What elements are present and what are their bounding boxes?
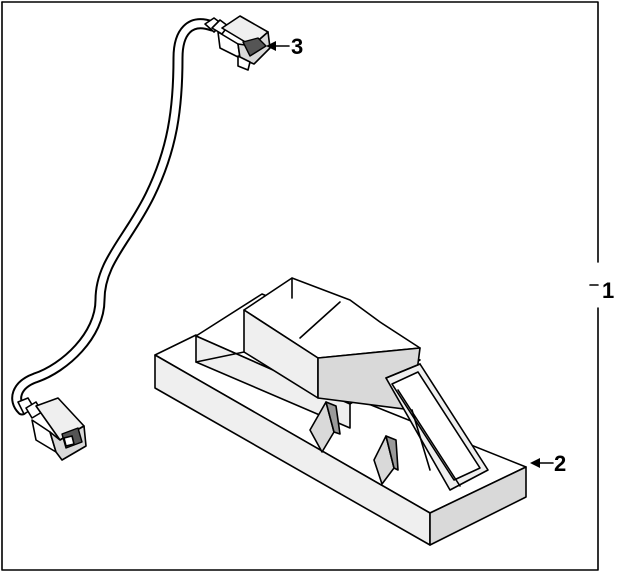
frame-border bbox=[1, 1, 599, 571]
license-lamp bbox=[154, 277, 527, 546]
callout-3-label: 3 bbox=[291, 34, 303, 59]
callout-1-label: 1 bbox=[602, 278, 614, 303]
callout-3: 3 bbox=[266, 34, 303, 59]
callout-2: 2 bbox=[530, 451, 566, 476]
callout-1: 1 bbox=[602, 278, 614, 303]
wire-harness bbox=[11, 18, 218, 416]
upper-connector bbox=[204, 15, 271, 71]
callout-2-label: 2 bbox=[554, 451, 566, 476]
lower-connector bbox=[17, 397, 87, 461]
